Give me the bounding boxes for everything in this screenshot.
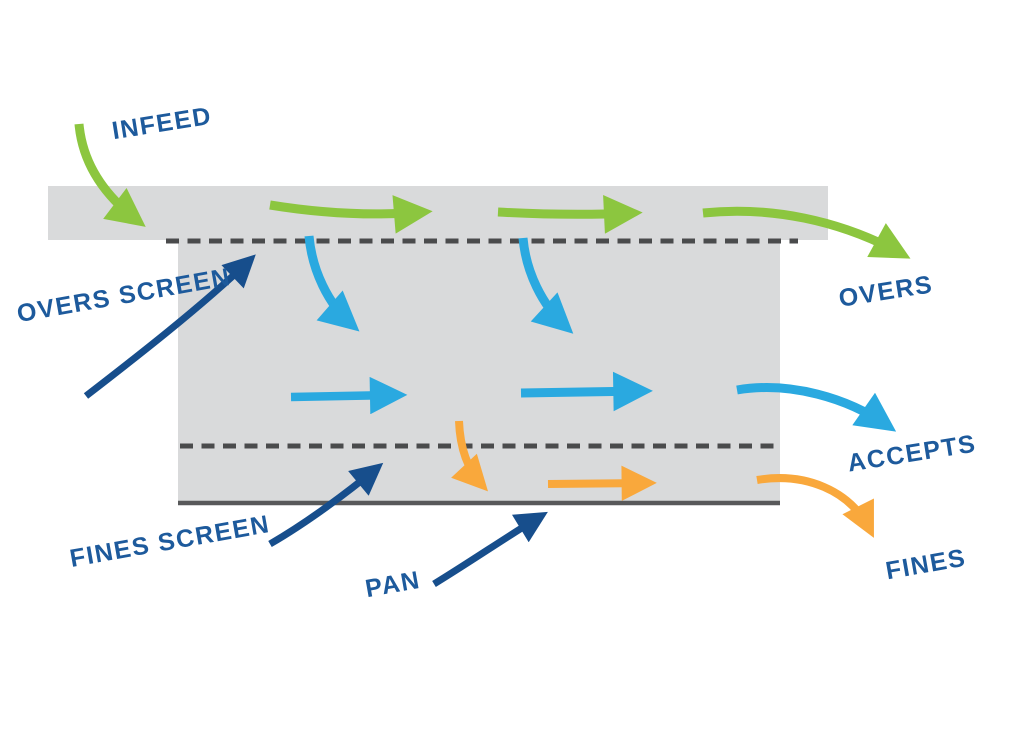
screen-housing [178,240,780,505]
infeed-arrow [74,123,146,227]
overs-screen-pointer-arrow [83,254,256,399]
overs-exit-arrow [702,206,911,259]
overs-flow-arrow-1 [269,195,433,234]
fines-screen-pointer-arrow [268,462,384,548]
fines-exit-arrow [756,474,874,538]
infeed-deck [48,186,828,240]
overs-screen-drop-arrow-2 [518,237,574,334]
overs-screen-drop-arrow-1 [304,235,360,332]
pan-pointer-arrow [432,511,548,587]
fines-drop-arrow [451,420,489,492]
accepts-flow-arrow-1 [290,376,408,415]
fines-flow-arrow [547,465,657,501]
accepts-exit-arrow [736,383,897,432]
overs-flow-arrow-2 [497,195,643,234]
accepts-flow-arrow-2 [520,371,653,412]
